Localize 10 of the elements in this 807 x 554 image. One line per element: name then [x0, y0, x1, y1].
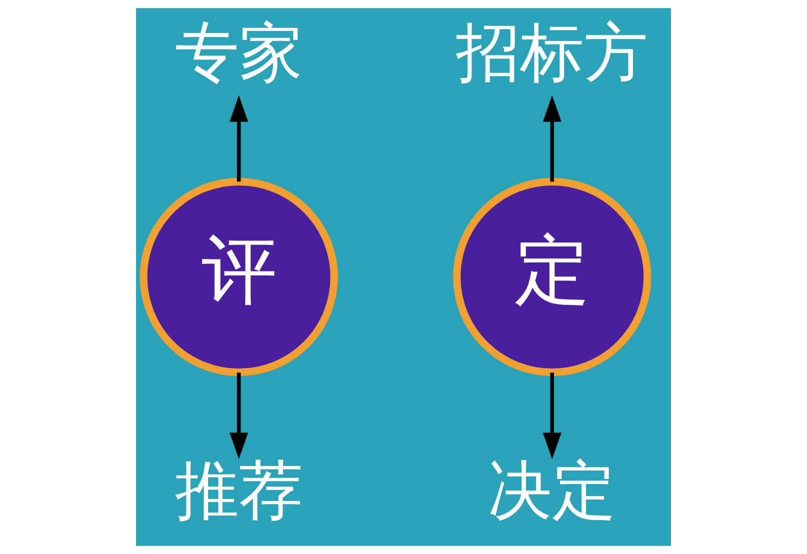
- node-text: 推荐: [174, 453, 303, 528]
- arrow: [542, 95, 562, 182]
- node-text: 决定: [488, 453, 616, 528]
- arrow: [230, 95, 248, 182]
- arrow: [542, 372, 562, 460]
- node-circle: 定: [453, 178, 652, 376]
- node-text: 专家: [174, 16, 303, 91]
- arrow: [230, 372, 248, 460]
- node-text: 招标方: [456, 16, 648, 91]
- node-circle: 评: [140, 178, 338, 376]
